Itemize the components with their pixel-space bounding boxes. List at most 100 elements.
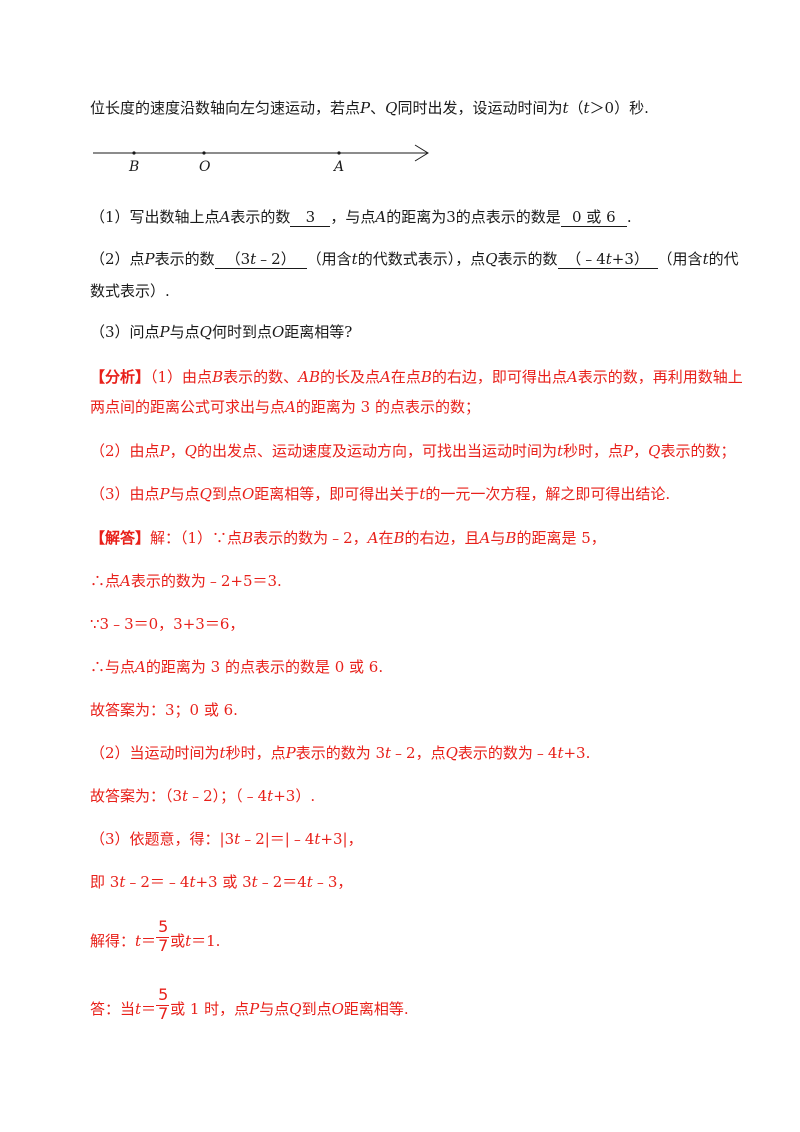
analysis-text: 表示的数，再利用数轴上 [577,368,743,386]
var-ab: AB [298,368,320,386]
var-t: t [135,932,142,950]
analysis-text: 与点 [169,485,200,503]
solution-text: 表示的数为﹣2， [253,529,368,547]
q2-text: （2）点 [90,250,145,268]
var-t: t [234,830,241,848]
var-p: P [159,485,170,503]
q1-text: . [626,208,632,226]
point-b-dot [132,151,136,155]
var-a: A [566,368,578,386]
var-t: t [419,485,426,503]
var-b: B [242,529,254,547]
solution-text: 或 [170,932,186,950]
var-t: t [267,787,274,805]
analysis-text: 在点 [390,368,421,386]
var-a: A [479,529,491,547]
solution-text: 解：（1）∵点 [150,529,243,547]
q3-text: （3）问点 [90,323,160,341]
var-p: P [623,442,634,460]
intro-line: 位长度的速度沿数轴向左匀速运动，若点P、Q同时出发，设运动时间为t（t＞0）秒. [90,97,649,119]
solution-text: 故答案为：（3 [90,787,183,805]
q1-text: 的距离为3的点表示的数是 [386,208,561,226]
analysis-part-2: （2）由点P，Q的出发点、运动速度及运动方向，可找出当运动时间为t秒时，点P，Q… [90,440,735,462]
solution-text: 表示的数为﹣4 [457,744,558,762]
var-p: P [360,99,371,117]
analysis-line-2: 两点间的距离公式可求出与点A的距离为 3 的点表示的数； [90,396,480,418]
solution-text: 即 3 [90,873,120,891]
var-t: t [185,932,192,950]
var-q: Q [485,250,498,268]
analysis-text: 两点间的距离公式可求出与点 [90,398,286,416]
q3-text: 距离相等? [284,323,353,341]
solution-text: 表示的数为﹣2+5＝3. [130,572,282,590]
q2-text: 的代数式表示），点 [357,250,486,268]
q1-answer-1: 3 [290,208,331,227]
var-q: Q [648,442,661,460]
q3-text: 何时到点 [211,323,272,341]
solution-text: 答：当 [90,1000,136,1018]
var-t: t [189,873,196,891]
equals: ＝ [141,932,157,950]
solution-text: ﹣2|＝|﹣4 [240,830,315,848]
var-t: t [605,250,612,268]
analysis-text: 秒时，点 [563,442,624,460]
fraction-bar [156,937,170,938]
solution-line-1: 【解答】解：（1）∵点B表示的数为﹣2，A在B的右边，且A与B的距离是 5， [90,527,606,549]
var-t: t [314,830,321,848]
equals: ＝ [141,1000,157,1018]
intro-text: 同时出发，设运动时间为 [397,99,563,117]
analysis-text: 的出发点、运动速度及运动方向，可找出当运动时间为 [196,442,557,460]
solution-text: ＝1. [191,932,221,950]
var-a: A [135,658,146,676]
solution-text: 在 [378,529,394,547]
sep: ， [633,442,649,460]
solution-text: ∴与点 [90,658,136,676]
solution-text: 或 1 时，点 [170,1000,250,1018]
solution-text: +3. [563,744,591,762]
solution-text: ﹣3， [312,873,353,891]
solution-text: 与 [490,529,506,547]
solution-text: ﹣2＝﹣4 [125,873,190,891]
q3-text: 与点 [169,323,200,341]
var-t: t [562,99,569,117]
analysis-text: 表示的数、 [223,368,299,386]
var-q: Q [289,1000,302,1018]
solution-text: 的距离为 3 的点表示的数是 0 或 6. [145,658,384,676]
analysis-line-1: 【分析】（1）由点B表示的数、AB的长及点A在点B的右边，即可得出点A表示的数，… [90,366,743,388]
answer-part: （3 [225,250,251,268]
solution-text: +3 或 3 [195,873,252,891]
q1-text: ，与点 [330,208,376,226]
solution-text: 表示的数为 3 [295,744,385,762]
solution-tag: 【解答】 [90,529,151,547]
var-t: t [119,873,126,891]
q2-text: 表示的数 [497,250,558,268]
solution-line-6: （2）当运动时间为t秒时，点P表示的数为 3t﹣2，点Q表示的数为﹣4t+3. [90,742,590,764]
analysis-text: （2）由点 [90,442,160,460]
fraction-denominator: 7 [158,936,169,955]
var-p: P [144,250,155,268]
var-t: t [385,744,392,762]
q1-text: 表示的数 [230,208,291,226]
solution-text: ﹣2）；（﹣4 [188,787,268,805]
var-a: A [375,208,387,226]
q2-text: （用含 [306,250,352,268]
arrow-head-icon [414,144,429,162]
var-o: O [331,1000,344,1018]
solution-line-2: ∴点A表示的数为﹣2+5＝3. [90,570,282,592]
question-2-line-2: 数式表示）. [90,280,170,302]
var-a: A [285,398,296,416]
solution-text: +3|， [320,830,363,848]
solution-text: ﹣2，点 [391,744,446,762]
var-t: t [182,787,189,805]
var-a: A [379,368,391,386]
var-q: Q [184,442,197,460]
solution-text: ∴点 [90,572,121,590]
sep: 、 [370,99,386,117]
q1-text: （1）写出数轴上点 [90,208,220,226]
solution-text: 解得： [90,932,136,950]
q2-text: 的代 [708,250,739,268]
solution-line-8: （3）依题意，得：|3t﹣2|＝|﹣4t+3|， [90,828,363,850]
var-t: t [219,744,226,762]
solution-text: +3）. [273,787,316,805]
